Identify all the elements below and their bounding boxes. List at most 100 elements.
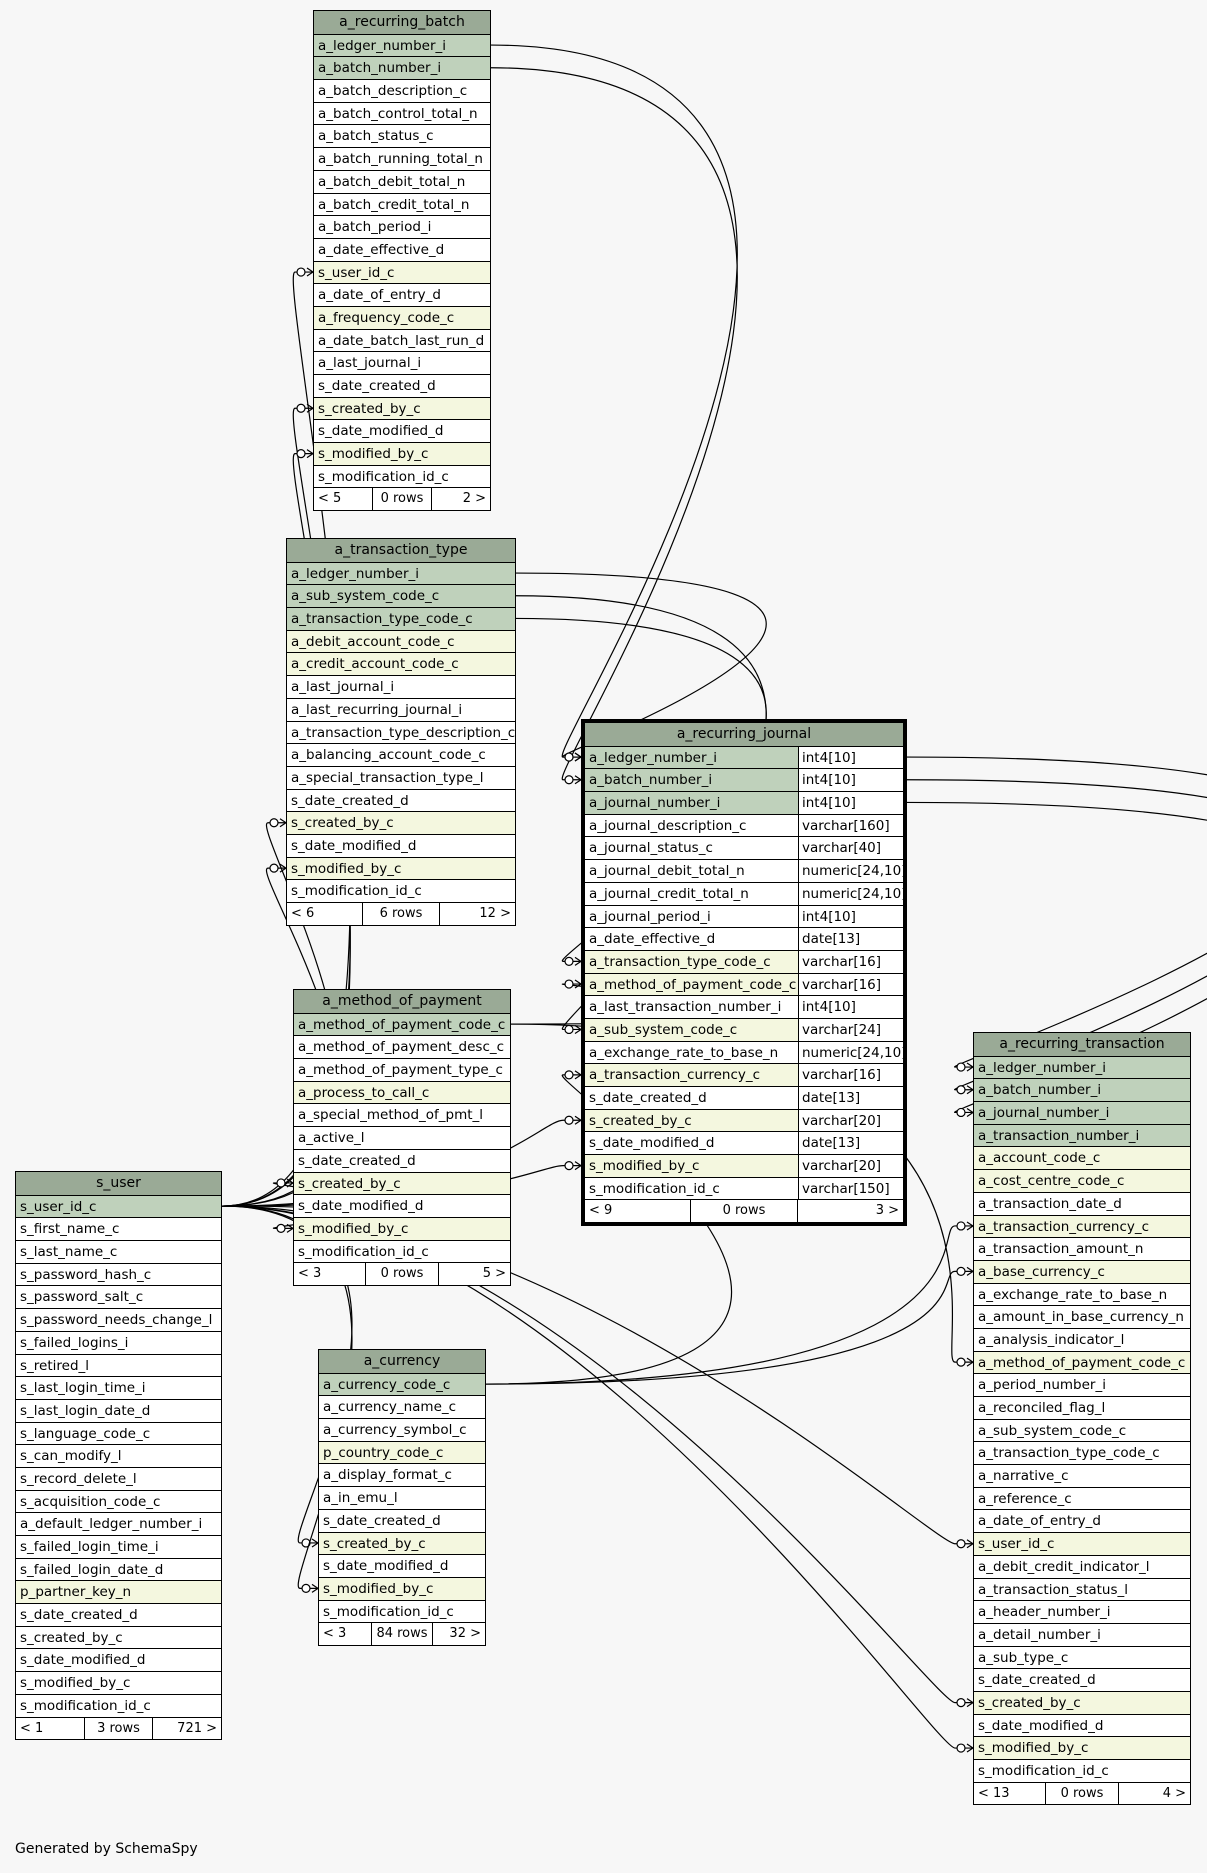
column-row[interactable]: s_failed_login_time_i [16,1535,221,1558]
column-row[interactable]: a_batch_running_total_n [314,147,490,170]
children-count[interactable]: 5 > [437,1263,510,1285]
column-row[interactable]: s_date_created_d [974,1668,1190,1691]
column-row[interactable]: s_modified_by_c [294,1216,510,1240]
parents-count[interactable]: < 3 [323,1626,347,1642]
column-row[interactable]: a_balancing_account_code_c [287,743,515,766]
column-row[interactable]: a_exchange_rate_to_base_n [974,1282,1190,1306]
row-count[interactable]: 84 rows [371,1623,431,1645]
column-row[interactable]: a_account_code_c [974,1146,1190,1170]
column-row[interactable]: a_cost_centre_code_c [974,1169,1190,1192]
row-count[interactable]: 3 rows [83,1717,153,1740]
column-row[interactable]: a_display_format_c [319,1463,485,1486]
column-row[interactable]: a_transaction_type_code_c [287,607,515,630]
column-row[interactable]: s_modification_id_c [294,1239,510,1263]
column-row[interactable]: a_batch_debit_total_n [314,169,490,193]
column-row[interactable]: a_amount_in_base_currency_n [974,1305,1190,1328]
column-row[interactable]: a_batch_credit_total_n [314,192,490,216]
column-row[interactable]: a_last_journal_i [287,675,515,698]
column-row[interactable]: s_date_modified_d [287,833,515,857]
column-row[interactable]: a_ledger_number_i [974,1055,1190,1079]
column-row[interactable]: a_debit_credit_indicator_l [974,1554,1190,1578]
column-row[interactable]: a_sub_system_code_c [974,1418,1190,1442]
column-row[interactable]: s_created_by_c [294,1171,510,1195]
column-row[interactable]: s_modification_id_c [16,1693,221,1717]
parents-count[interactable]: < 13 [978,1785,1010,1801]
parents-count[interactable]: < 9 [589,1203,613,1219]
row-count[interactable]: 0 rows [690,1200,796,1223]
column-row[interactable]: a_active_l [294,1126,510,1149]
column-row[interactable]: a_sub_type_c [974,1645,1190,1669]
column-row[interactable]: a_batch_status_c [314,124,490,147]
column-row[interactable]: s_last_login_date_d [16,1398,221,1422]
children-count[interactable]: 4 > [1117,1782,1190,1805]
column-row[interactable]: p_country_code_c [319,1440,485,1464]
children-count[interactable]: 2 > [431,488,490,511]
parents-count[interactable]: < 3 [298,1266,322,1282]
column-row[interactable]: s_modified_by_c [314,442,490,465]
table-title[interactable]: a_recurring_journal [585,723,903,746]
column-row[interactable]: s_user_id_c [314,260,490,284]
column-row[interactable]: a_date_of_entry_d [314,283,490,306]
column-row[interactable]: a_transaction_type_description_c [287,720,515,744]
column-row[interactable]: a_special_method_of_pmt_l [294,1103,510,1126]
column-row[interactable]: s_can_modify_l [16,1444,221,1467]
column-row[interactable]: a_transaction_status_l [974,1577,1190,1601]
column-row[interactable]: s_last_login_time_i [16,1376,221,1399]
column-row[interactable]: a_process_to_call_c [294,1080,510,1104]
column-row[interactable]: a_transaction_date_d [974,1191,1190,1215]
children-count[interactable]: 721 > [152,1717,221,1740]
column-row[interactable]: p_partner_key_n [16,1580,221,1604]
table-title[interactable]: a_recurring_transaction [974,1033,1190,1056]
column-row[interactable]: s_acquisition_code_c [16,1489,221,1513]
row-count[interactable]: 0 rows [372,488,431,511]
column-row[interactable]: a_currency_symbol_c [319,1418,485,1441]
column-row[interactable]: s_language_code_c [16,1421,221,1445]
table-title[interactable]: s_user [16,1172,221,1195]
column-row[interactable]: a_transaction_amount_n [974,1237,1190,1260]
column-row[interactable]: s_first_name_c [16,1217,221,1240]
parents-count[interactable]: < 5 [318,491,342,507]
column-row[interactable]: s_last_name_c [16,1240,221,1263]
column-row[interactable]: s_date_created_d [314,374,490,397]
column-row[interactable]: a_method_of_payment_code_c [294,1012,510,1036]
column-row[interactable]: a_reference_c [974,1486,1190,1510]
row-count[interactable]: 0 rows [365,1263,437,1285]
column-row[interactable]: a_narrative_c [974,1464,1190,1487]
column-row[interactable]: a_credit_account_code_c [287,652,515,676]
column-row[interactable]: s_retired_l [16,1353,221,1377]
column-row[interactable]: a_transaction_type_code_c [974,1441,1190,1464]
column-row[interactable]: a_batch_number_i [314,56,490,80]
column-row[interactable]: s_modified_by_c [319,1576,485,1600]
column-row[interactable]: a_date_of_entry_d [974,1509,1190,1532]
column-row[interactable]: a_ledger_number_i [287,561,515,585]
column-row[interactable]: a_transaction_number_i [974,1123,1190,1147]
column-row[interactable]: a_special_transaction_type_l [287,765,515,789]
column-row[interactable]: s_date_modified_d [974,1713,1190,1737]
column-row[interactable]: a_batch_number_i [974,1078,1190,1102]
column-row[interactable]: a_base_currency_c [974,1259,1190,1283]
column-row[interactable]: s_modification_id_c [314,464,490,488]
column-row[interactable]: s_modification_id_c [319,1599,485,1623]
